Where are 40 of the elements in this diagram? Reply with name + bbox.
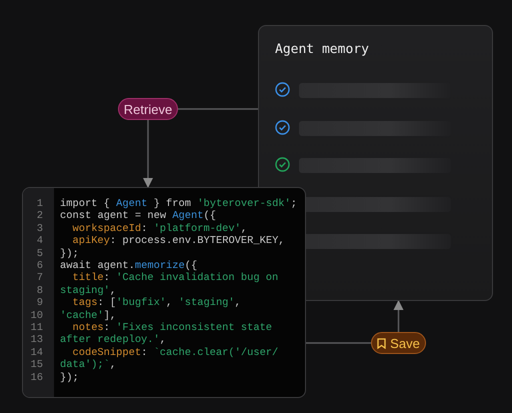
code-line: const agent = new Agent({ [60,210,216,223]
code-line: title: 'Cache invalidation bug on [71,272,278,285]
connector-line [178,108,258,110]
pill-label: Retrieve [124,102,172,116]
code-line: }); [60,248,79,260]
line-number: 10 [30,310,43,322]
code-line: codeSnippet: `cache.clear('/user/ [71,346,278,360]
line-number: 5 [36,248,43,260]
line-number: 15 [30,359,43,372]
line-number: 2 [36,210,43,223]
line-number: 14 [30,346,43,360]
retrieve-pill [118,98,178,120]
code-line: import { Agent } from 'byterover-sdk'; [60,198,298,210]
line-number: 8 [36,284,43,298]
line-number: 7 [36,272,43,285]
code-line: notes: 'Fixes inconsistent state [71,322,272,334]
connector-line [306,342,371,344]
line-number: 3 [36,222,43,236]
line-number: 13 [30,334,43,347]
code-line: 'cache'], [60,310,116,322]
pill-label: Save [390,336,420,350]
arrow [143,120,153,188]
code-line: }); [60,372,79,384]
code-line: workspaceId: 'platform-dev', [71,222,248,236]
line-number: 1 [36,198,43,210]
line-number: 11 [30,322,43,334]
code-line: tags: ['bugfix', 'staging', [71,297,241,310]
arrow [394,300,404,332]
line-number: 6 [36,260,43,272]
panel-title: Agent memory [275,42,369,57]
code-line: after redeploy.', [60,334,166,347]
code-window [22,187,306,398]
code-line: await agent.memorize({ [60,260,198,272]
line-number: 16 [30,372,43,384]
line-number: 9 [36,297,43,310]
code-line: staging', [60,284,116,298]
code-line: apiKey: process.env.BYTEROVER_KEY, [71,235,285,248]
save-pill [371,332,426,354]
code-line: data');`, [60,359,116,372]
line-number: 4 [36,235,43,248]
